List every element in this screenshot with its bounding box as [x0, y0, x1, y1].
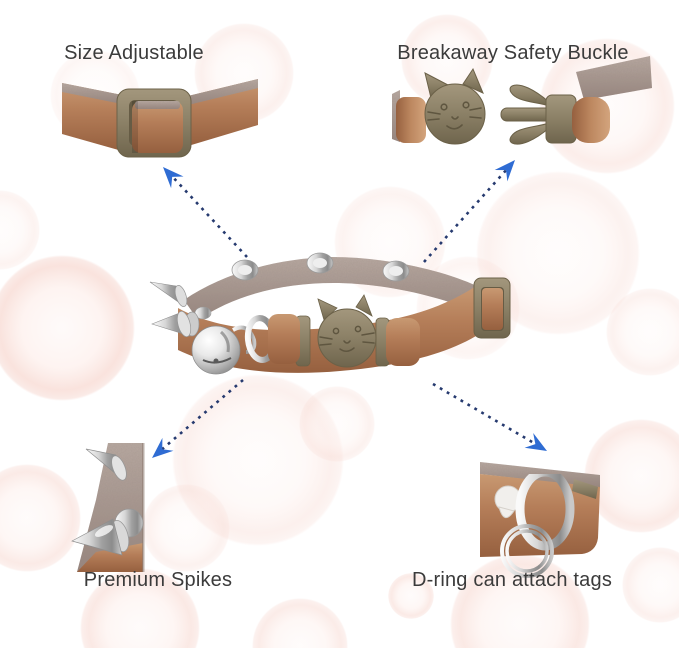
callout-label-size-adjustable: Size Adjustable: [64, 42, 204, 64]
dashed-arrow-up-left-icon: [163, 167, 248, 258]
cat-face-buckle: [268, 294, 420, 368]
dashed-arrow-down-right-icon: [432, 382, 547, 451]
closeup-breakaway-buckle-photo: [392, 56, 652, 145]
callout-label-d-ring: D-ring can attach tags: [411, 569, 613, 591]
collar-spikes: [149, 281, 212, 338]
spike: [85, 448, 127, 481]
snap-studs: [231, 252, 410, 282]
closeup-d-ring-photo: [480, 462, 600, 578]
callout-label-breakaway-safety-buckle: Breakaway Safety Buckle: [397, 42, 629, 64]
d-ring: [500, 474, 575, 578]
collar-slider-buckle: [473, 277, 511, 339]
cat-face-buckle-half: [424, 67, 486, 145]
callout-arrows: [152, 160, 547, 458]
dashed-arrow-down-left-icon: [152, 379, 244, 458]
closeup-slider-buckle-photo: [62, 79, 258, 158]
callout-label-premium-spikes: Premium Spikes: [83, 569, 233, 591]
dashed-arrow-up-right-icon: [423, 160, 515, 263]
spike: [71, 508, 144, 556]
collar-photo: [149, 252, 511, 375]
slider-buckle: [116, 88, 192, 158]
closeup-spikes-photo: [71, 443, 145, 572]
buckle-prong-half: [500, 84, 577, 145]
